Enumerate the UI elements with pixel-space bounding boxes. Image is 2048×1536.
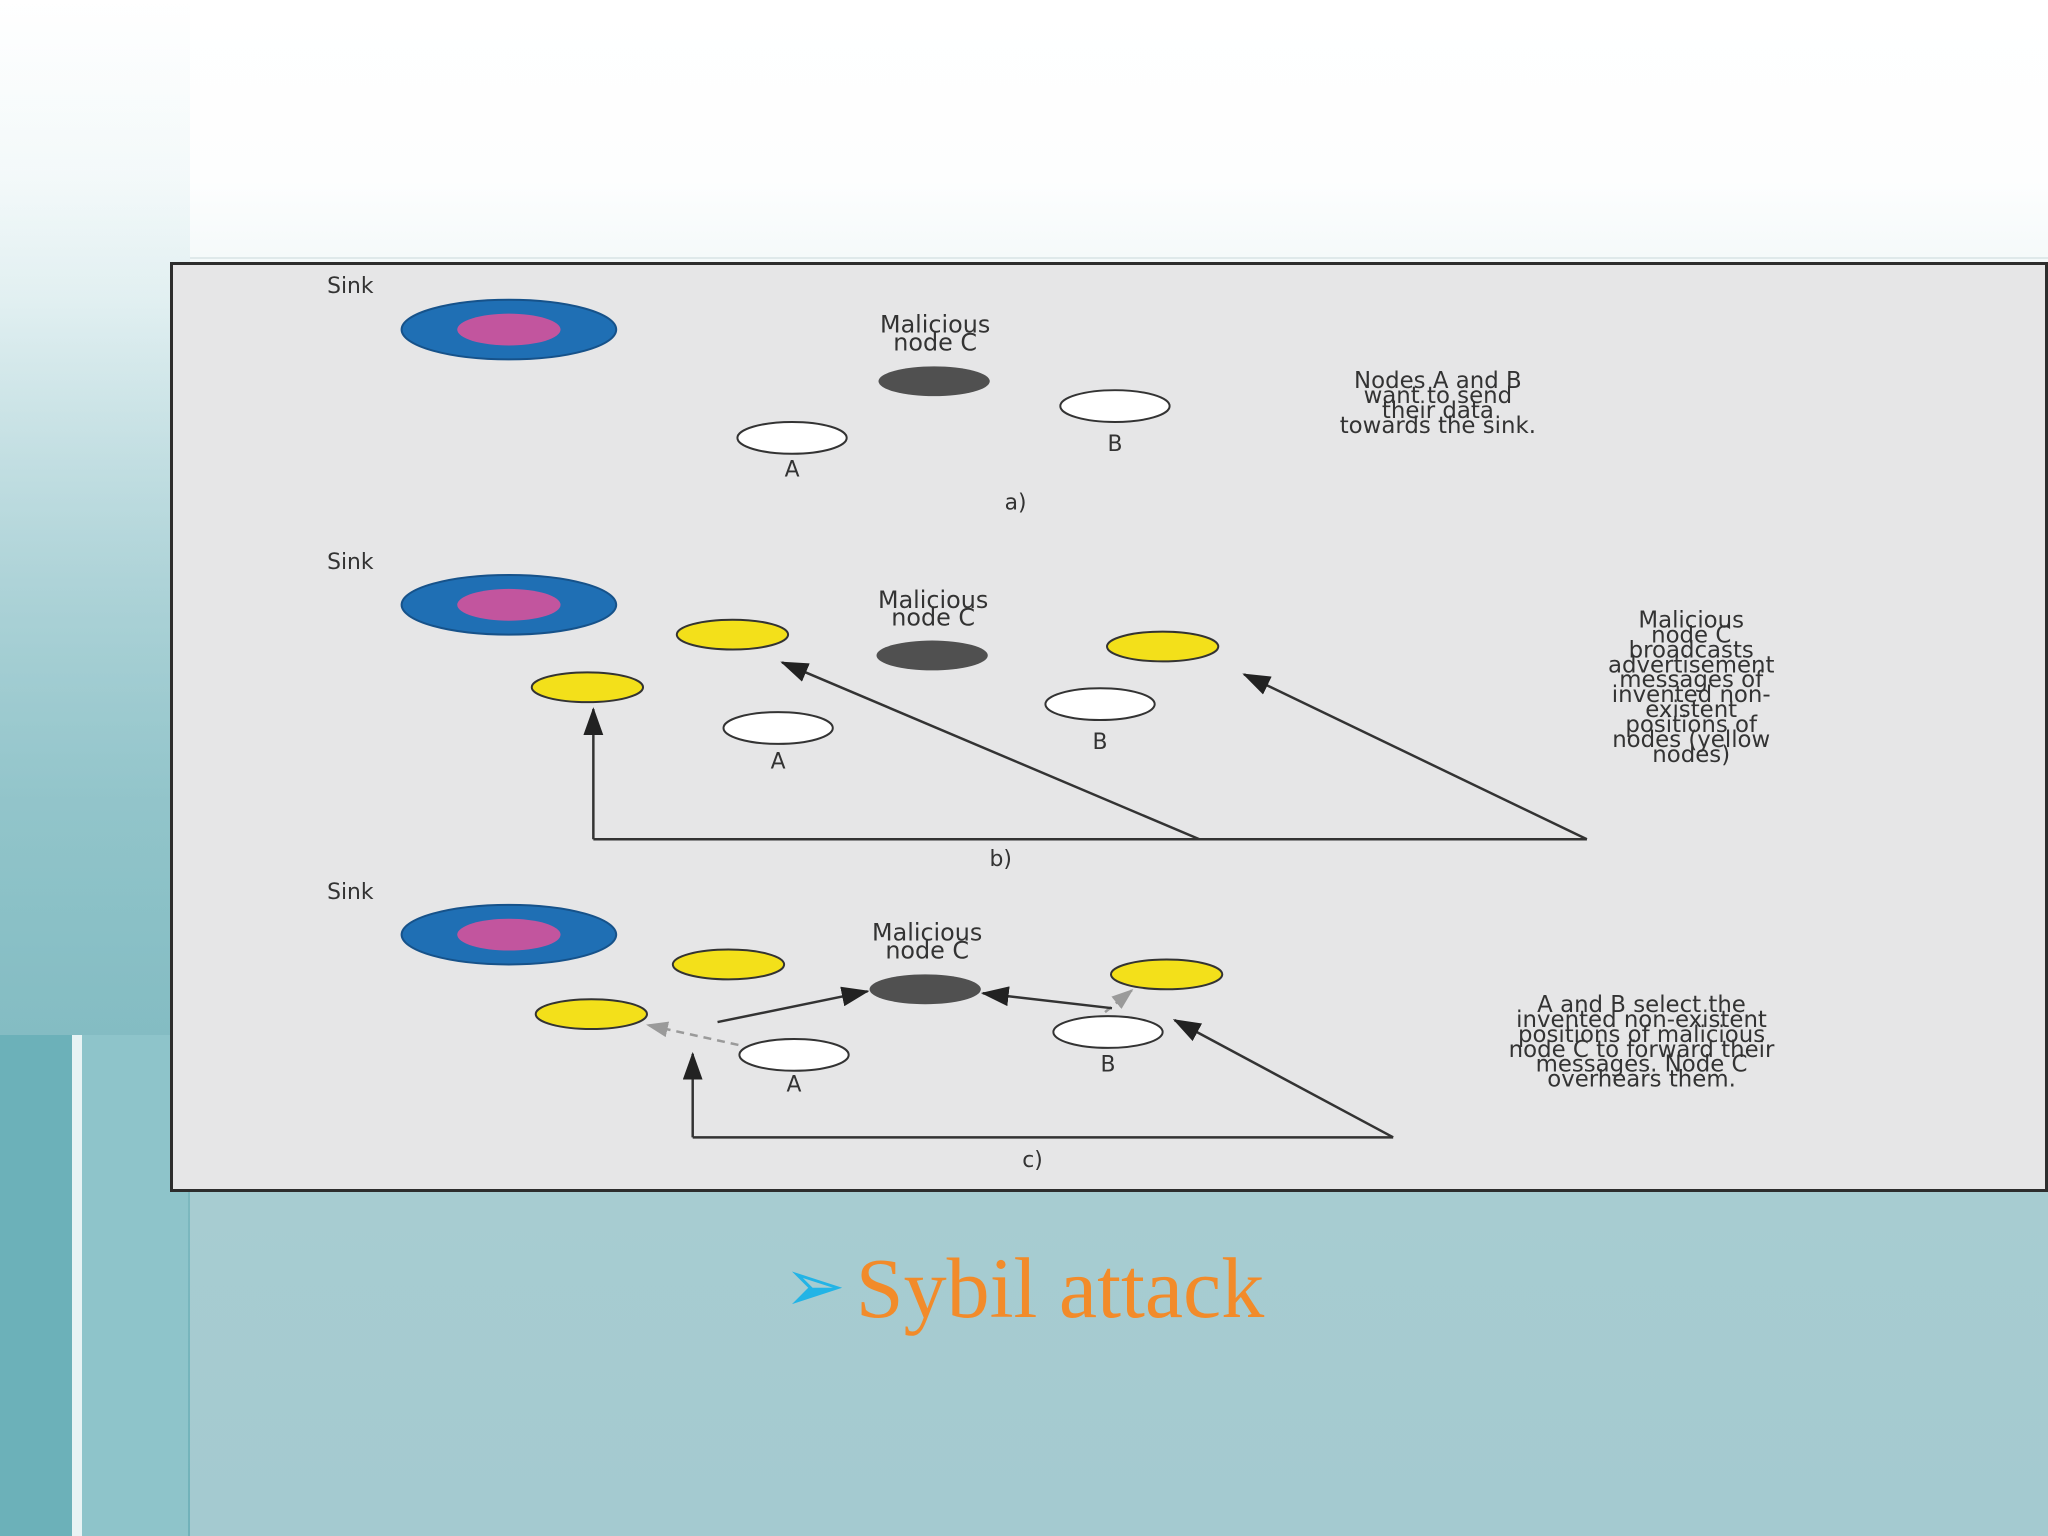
sink-label: Sink — [327, 550, 374, 575]
node-b-label: B — [1093, 730, 1108, 755]
sink-label: Sink — [327, 274, 374, 299]
description-line: their data — [1382, 398, 1494, 424]
broadcast-arrow — [1172, 1019, 1394, 1139]
description-line: positions of — [1625, 712, 1758, 738]
sink-node-core — [457, 588, 561, 621]
description-line: existent — [1645, 697, 1737, 723]
title-divider — [190, 257, 2048, 259]
malicious-label: node C — [885, 936, 969, 964]
malicious-label: Malicious — [878, 586, 988, 614]
node-b — [1059, 389, 1171, 423]
node-a — [722, 711, 834, 745]
sink-node-core — [457, 313, 561, 346]
malicious-node — [869, 974, 981, 1005]
description-line: invented non-existent — [1516, 1007, 1767, 1033]
description-line: nodes) — [1652, 742, 1730, 768]
left-decorative-bar — [0, 1035, 72, 1536]
sink-node-core — [457, 918, 561, 951]
sybil-attack-diagram: Sink Malicious node C A B a) Nodes A and… — [327, 274, 1775, 1173]
overhear-arrow — [717, 986, 870, 1024]
description-line: broadcasts — [1629, 637, 1754, 663]
description-line: node C to forward their — [1509, 1037, 1775, 1063]
description-line: towards the sink. — [1340, 413, 1536, 439]
panel-description: Nodes A and B want to send their data to… — [1340, 368, 1536, 439]
forward-arrow — [646, 1021, 739, 1047]
caption-text: Sybil attack — [855, 1240, 1265, 1336]
panel-description: Malicious node C broadcasts advertisemen… — [1608, 608, 1775, 768]
description-line: advertisement — [1608, 652, 1775, 678]
panel-label: b) — [990, 847, 1012, 872]
fake-node — [1109, 958, 1224, 991]
malicious-label: node C — [893, 328, 977, 356]
fake-node — [671, 948, 786, 981]
node-b-label: B — [1101, 1053, 1116, 1078]
malicious-label: Malicious — [880, 311, 990, 339]
description-line: overhears them. — [1547, 1067, 1736, 1093]
node-a-label: A — [787, 1073, 802, 1098]
node-a-label: A — [771, 750, 786, 775]
description-line: A and B select the — [1537, 992, 1746, 1018]
malicious-label: Malicious — [872, 919, 982, 947]
fake-node — [1106, 630, 1220, 663]
node-b — [1052, 1015, 1164, 1049]
arrow-bullet-icon: ➢ — [783, 1246, 846, 1328]
left-decorative-bar-line — [72, 1035, 82, 1536]
panel-label: a) — [1005, 490, 1027, 515]
description-line: messages of — [1619, 667, 1764, 693]
panel-description: A and B select the invented non-existent… — [1509, 992, 1775, 1093]
description-line: positions of malicious — [1518, 1022, 1765, 1048]
overhear-arrow — [980, 986, 1113, 1010]
malicious-node — [876, 640, 988, 671]
broadcast-arrow — [780, 661, 1200, 841]
fake-node — [530, 671, 645, 704]
node-b-label: B — [1107, 432, 1122, 457]
node-b — [1044, 687, 1156, 722]
malicious-label: node C — [891, 604, 975, 632]
panel-c: Sink Malicious node C A B c) — [327, 880, 1775, 1173]
fake-node — [534, 998, 648, 1031]
panel-a: Sink Malicious node C A B a) Nodes A and… — [327, 274, 1536, 516]
panel-b: Sink Malicious node C A B b) Malicious n… — [327, 550, 1774, 872]
slide-caption: ➢Sybil attack — [0, 1238, 2048, 1338]
node-a — [736, 420, 848, 455]
description-line: messages. Node C — [1536, 1052, 1748, 1078]
sybil-attack-figure: Sink Malicious node C A B a) Nodes A and… — [170, 262, 2048, 1192]
description-line: nodes (yellow — [1612, 727, 1770, 753]
malicious-node — [878, 366, 990, 397]
sink-label: Sink — [327, 880, 374, 905]
description-line: want to send — [1364, 383, 1513, 409]
broadcast-arrow — [1242, 673, 1588, 841]
description-line: Malicious — [1638, 608, 1744, 634]
description-line: node C — [1651, 623, 1731, 649]
panel-label: c) — [1022, 1148, 1043, 1173]
fake-node — [675, 618, 790, 651]
node-a-label: A — [785, 458, 800, 483]
description-line: Nodes A and B — [1354, 368, 1522, 394]
node-a — [738, 1037, 850, 1072]
description-line: invented non- — [1612, 682, 1771, 708]
